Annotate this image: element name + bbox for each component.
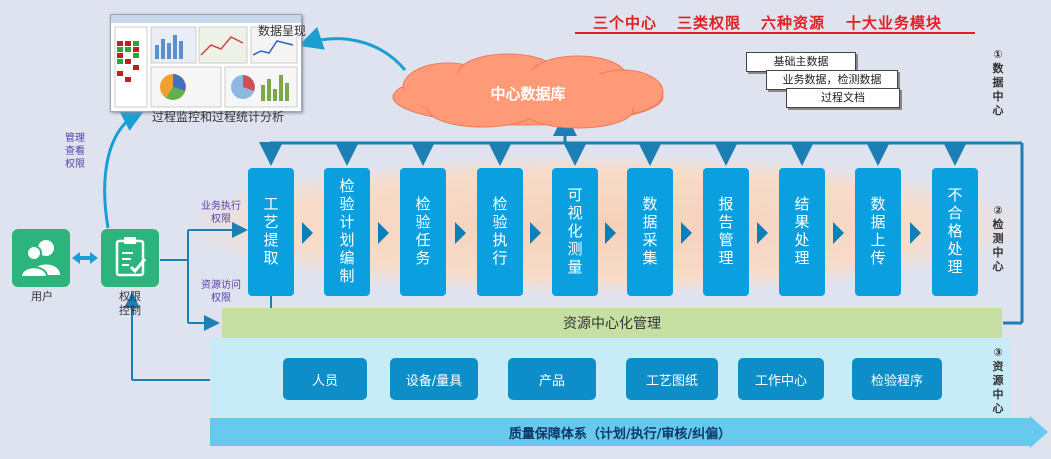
header-ten-modules: 十大业务模块 <box>846 14 943 32</box>
resource-access-permission: 资源访问 权限 <box>201 280 241 304</box>
header-three-permissions: 三类权限 <box>677 14 742 32</box>
process-result-handling[interactable]: 结果处理 <box>779 168 825 296</box>
user-label: 用户 <box>31 290 53 303</box>
process-nonconformance[interactable]: 不合格处理 <box>932 168 978 296</box>
chevron-right-icon <box>757 222 768 244</box>
process-data-collection[interactable]: 数据采集 <box>627 168 673 296</box>
chevron-right-icon <box>833 222 844 244</box>
header-underline <box>575 32 975 34</box>
chevron-right-icon <box>681 222 692 244</box>
header-three-centers: 三个中心 <box>593 14 658 32</box>
user-icon[interactable] <box>12 229 70 287</box>
chevron-right-icon <box>605 222 616 244</box>
dashboard-thumbnail[interactable] <box>110 14 302 112</box>
control-label: 权限 控制 <box>119 290 141 317</box>
resource-drawings[interactable]: 工艺图纸 <box>626 358 718 400</box>
chevron-right-icon <box>910 222 921 244</box>
resource-equipment[interactable]: 设备/量具 <box>390 358 478 400</box>
doc-process-docs: 过程文档 <box>786 88 900 108</box>
process-craft-extraction[interactable]: 工艺提取 <box>248 168 294 296</box>
monitor-label: 过程监控和过程统计分析 <box>152 110 285 124</box>
process-inspection-exec[interactable]: 检验执行 <box>477 168 523 296</box>
chevron-right-icon <box>378 222 389 244</box>
quality-arrow-tip <box>1030 416 1048 448</box>
side-label-data-center: ①数据中心 <box>992 48 1004 117</box>
cloud-label: 中心数据库 <box>490 85 566 103</box>
resource-inspection-program[interactable]: 检验程序 <box>852 358 942 400</box>
resource-work-center[interactable]: 工作中心 <box>738 358 824 400</box>
resource-product[interactable]: 产品 <box>508 358 596 400</box>
display-label: 数据呈现 <box>258 24 307 38</box>
chevron-right-icon <box>530 222 541 244</box>
side-label-inspection-center: ②检测中心 <box>992 204 1004 273</box>
manage-view-permission: 管理 查看 权限 <box>65 133 85 170</box>
side-label-resource-center: ③资源中心 <box>992 346 1004 415</box>
central-database-cloud: 中心数据库 <box>378 52 678 132</box>
process-inspection-task[interactable]: 检验任务 <box>400 168 446 296</box>
business-exec-permission: 业务执行 权限 <box>201 201 241 225</box>
doc-master-data: 基础主数据 <box>746 52 856 72</box>
doc-business-data: 业务数据，检测数据 <box>766 70 898 90</box>
clipboard-check-icon[interactable] <box>101 229 159 287</box>
chevron-right-icon <box>302 222 313 244</box>
chevron-right-icon <box>455 222 466 244</box>
resource-center-bar: 资源中心化管理 <box>222 308 1002 338</box>
process-inspection-plan[interactable]: 检验计划编制 <box>324 168 370 296</box>
process-data-upload[interactable]: 数据上传 <box>855 168 901 296</box>
header-six-resources: 六种资源 <box>761 14 826 32</box>
process-visual-measure[interactable]: 可视化测量 <box>552 168 598 296</box>
process-report-mgmt[interactable]: 报告管理 <box>703 168 749 296</box>
resource-personnel[interactable]: 人员 <box>283 358 367 400</box>
quality-assurance-bar: 质量保障体系（计划/执行/审核/纠偏） <box>210 418 1030 446</box>
